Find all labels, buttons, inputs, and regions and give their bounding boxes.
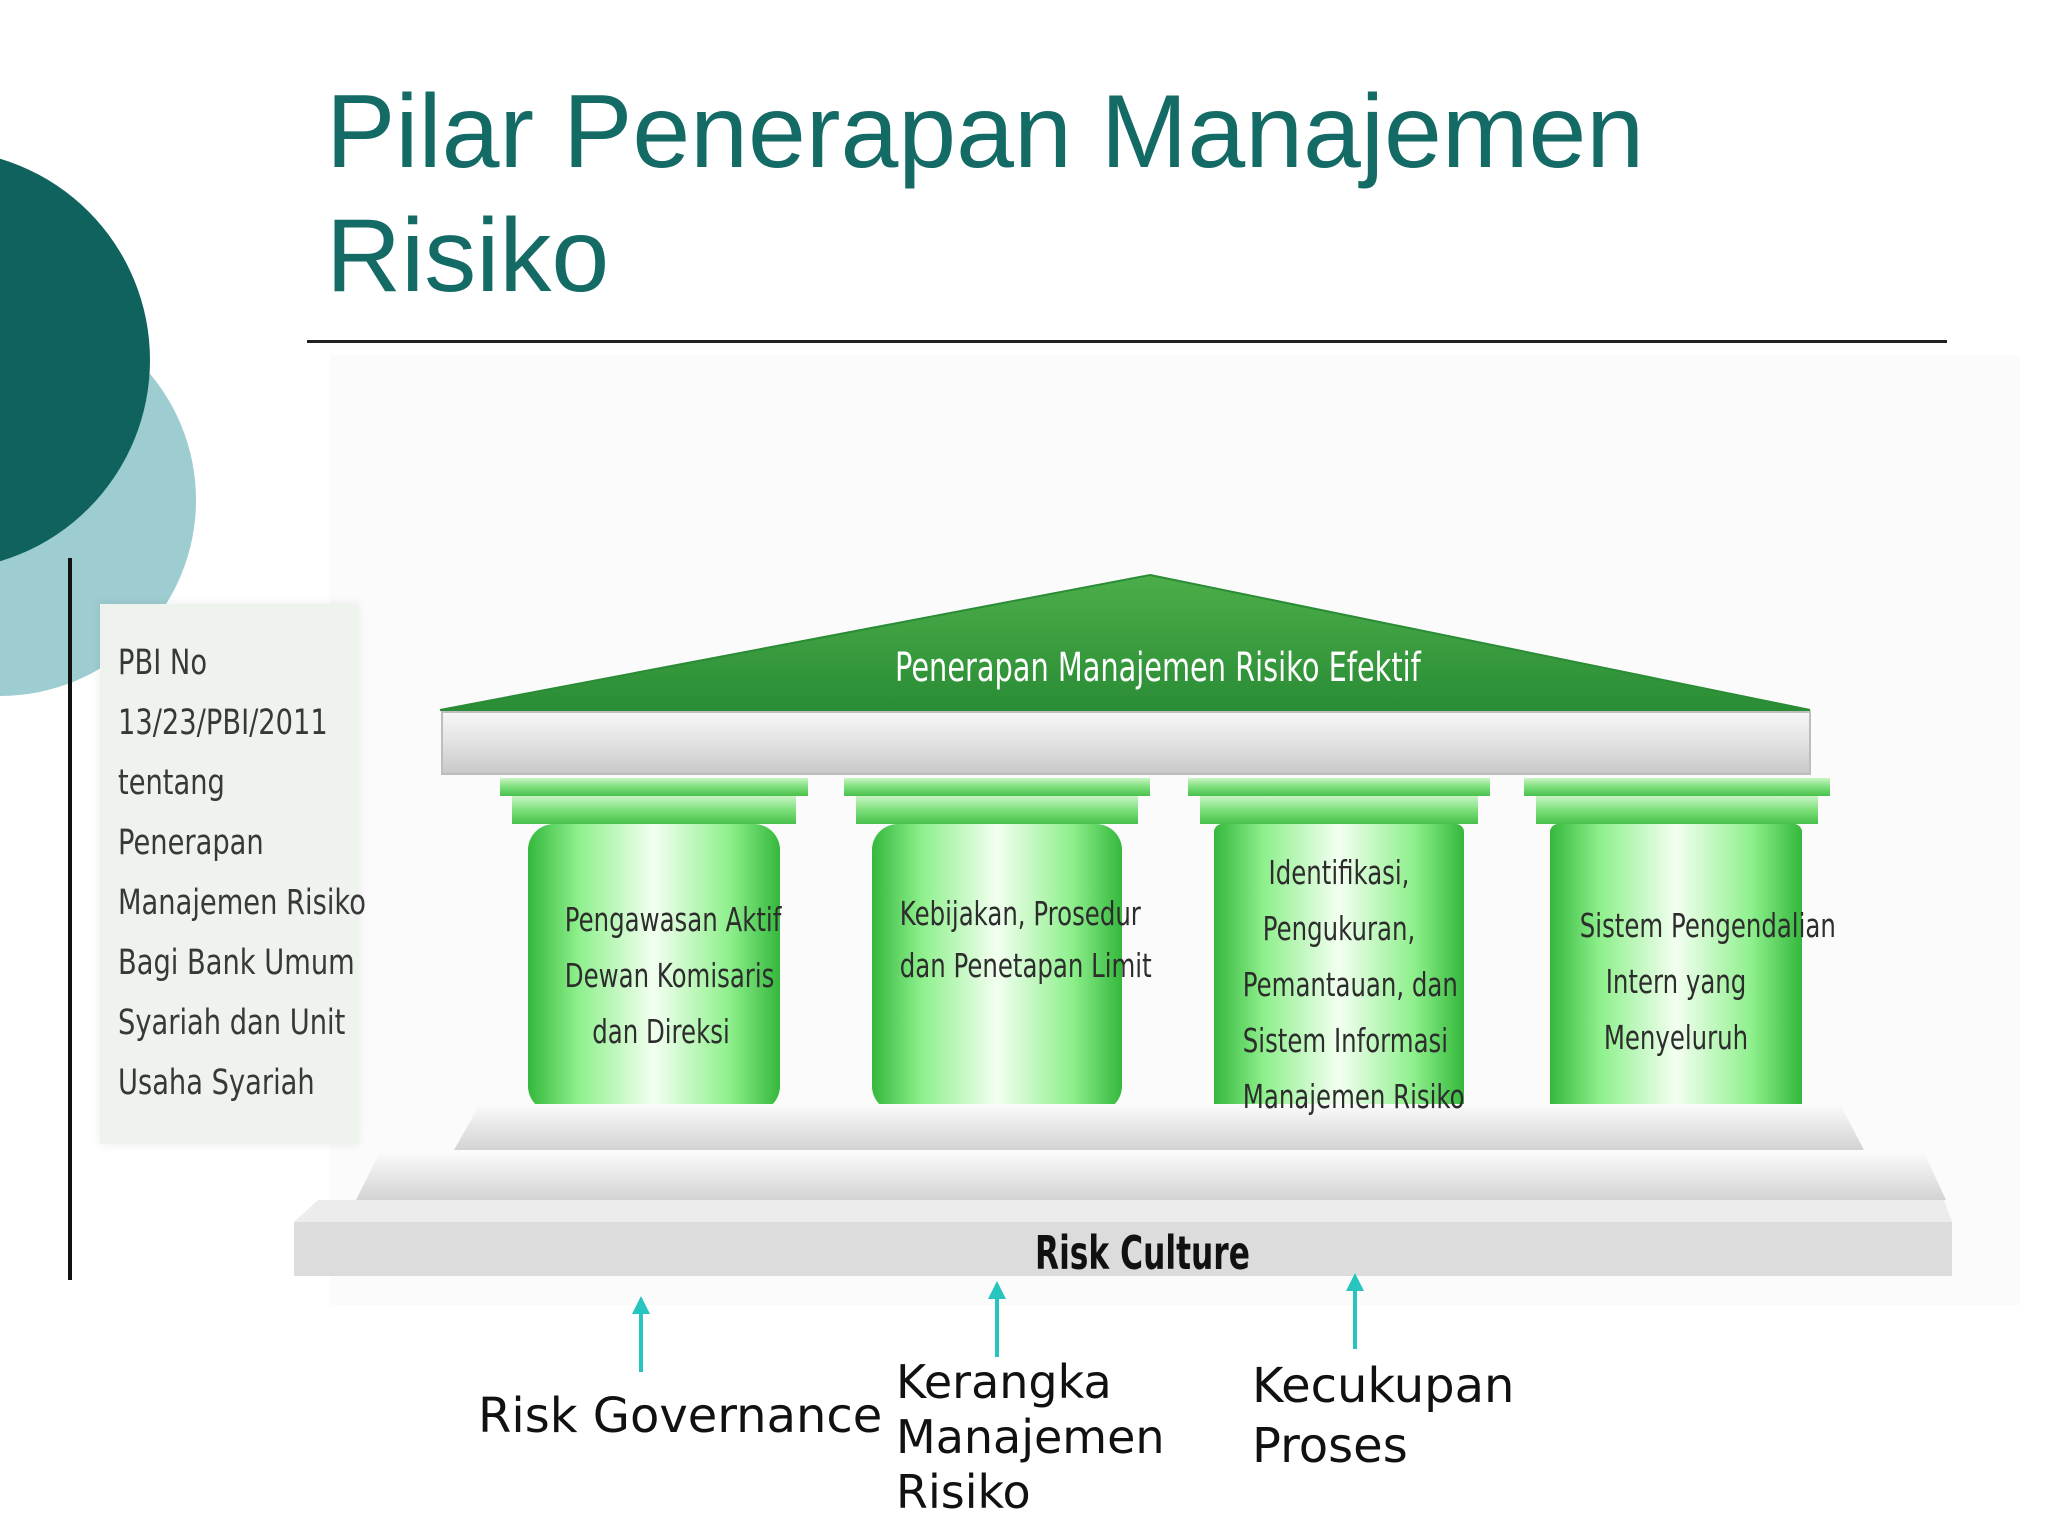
decorative-circles bbox=[0, 158, 196, 696]
pillar-1-line-3: dan Direksi bbox=[592, 1012, 730, 1051]
label-2-line-3: Risiko bbox=[896, 1465, 1031, 1519]
label-2-line-1: Kerangka bbox=[896, 1355, 1112, 1409]
arrow-head-1 bbox=[632, 1296, 650, 1314]
pillar-1-text: Pengawasan Aktif Dewan Komisaris dan Dir… bbox=[531, 892, 791, 1060]
temple-diagram bbox=[294, 573, 1952, 1276]
regulation-line-8: Usaha Syariah bbox=[118, 1063, 315, 1103]
pillar-4-line-1: Sistem Pengendalian bbox=[1579, 906, 1836, 945]
pillar-3-line-5: Manajemen Risiko bbox=[1242, 1077, 1465, 1116]
roof-beam bbox=[441, 711, 1811, 775]
label-3-line-1: Kecukupan bbox=[1252, 1358, 1515, 1414]
regulation-line-5: Manajemen Risiko bbox=[118, 883, 366, 923]
pillar-3-line-4: Sistem Informasi bbox=[1242, 1021, 1449, 1060]
regulation-line-6: Bagi Bank Umum bbox=[118, 943, 355, 983]
base-slab bbox=[294, 1222, 1952, 1276]
label-kerangka-manajemen-risiko: Kerangka Manajemen Risiko bbox=[896, 1355, 1165, 1520]
title-divider bbox=[307, 340, 1947, 343]
base-label: Risk Culture bbox=[1035, 1226, 1250, 1280]
pillar-1-line-1: Pengawasan Aktif bbox=[564, 900, 782, 939]
dark-circle bbox=[0, 158, 150, 562]
page-title: Pilar Penerapan Manajemen Risiko bbox=[326, 70, 1926, 318]
page-title-text: Pilar Penerapan Manajemen Risiko bbox=[326, 74, 1645, 314]
regulation-line-2: 13/23/PBI/2011 bbox=[118, 703, 328, 743]
left-vertical-line bbox=[68, 558, 72, 1280]
regulation-line-3: tentang bbox=[118, 763, 225, 803]
upper-step bbox=[454, 1104, 1864, 1150]
regulation-line-4: Penerapan bbox=[118, 823, 264, 863]
pillar-4-line-3: Menyeluruh bbox=[1603, 1018, 1749, 1057]
pillar-2-line-2: dan Penetapan Limit bbox=[899, 946, 1152, 985]
pillar-4-text: Sistem Pengendalian Intern yang Menyelur… bbox=[1546, 898, 1836, 1066]
regulation-box bbox=[100, 604, 358, 1144]
arrow-shaft-2 bbox=[995, 1297, 999, 1357]
roof bbox=[439, 573, 1811, 711]
label-kecukupan-proses: Kecukupan Proses bbox=[1252, 1356, 1514, 1476]
arrow-shaft-3 bbox=[1353, 1289, 1357, 1349]
pillar-4-line-2: Intern yang bbox=[1605, 962, 1747, 1001]
regulation-line-1: PBI No bbox=[118, 643, 208, 683]
middle-step bbox=[356, 1152, 1946, 1200]
pillar-3-text: Identifikasi, Pengukuran, Pemantauan, da… bbox=[1209, 845, 1469, 1125]
label-3-line-2: Proses bbox=[1252, 1418, 1408, 1474]
pillar-3-line-1: Identifikasi, bbox=[1268, 853, 1410, 892]
regulation-line-7: Syariah dan Unit bbox=[118, 1003, 346, 1043]
arrow-head-2 bbox=[988, 1281, 1006, 1299]
arrow-shaft-1 bbox=[639, 1312, 643, 1372]
pillar-2-text: Kebijakan, Prosedur dan Penetapan Limit bbox=[866, 888, 1152, 992]
roof-label: Penerapan Manajemen Risiko Efektif bbox=[895, 645, 1421, 691]
pillar-1-line-2: Dewan Komisaris bbox=[564, 956, 775, 995]
pillar-3-line-2: Pengukuran, bbox=[1262, 909, 1416, 948]
pillar-3-line-3: Pemantauan, dan bbox=[1242, 965, 1458, 1004]
label-risk-governance: Risk Governance bbox=[478, 1388, 883, 1444]
lower-step-top bbox=[294, 1200, 1952, 1222]
arrow-head-3 bbox=[1346, 1273, 1364, 1291]
label-2-line-2: Manajemen bbox=[896, 1410, 1165, 1464]
pillar-2-line-1: Kebijakan, Prosedur bbox=[899, 894, 1141, 933]
